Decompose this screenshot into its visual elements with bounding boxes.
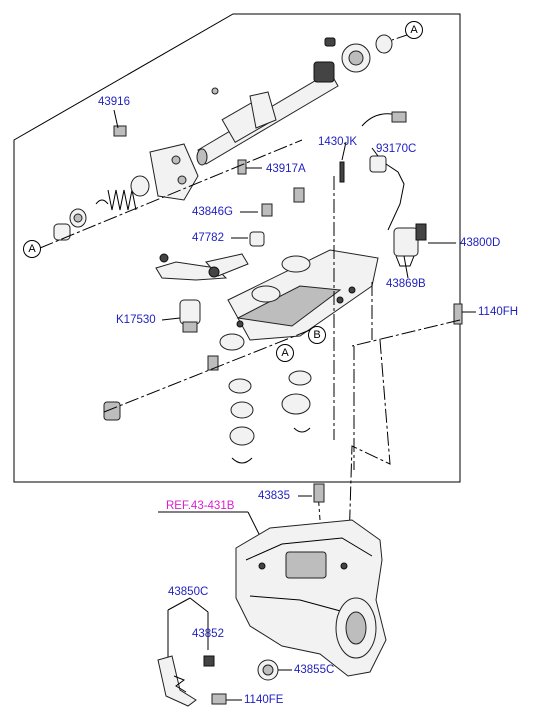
label-43852: 43852 bbox=[192, 628, 224, 640]
marker-a-mid: A bbox=[276, 344, 294, 362]
sensor-43869b bbox=[393, 223, 427, 267]
label-43846g: 43846G bbox=[192, 206, 233, 218]
lever-parts bbox=[155, 231, 265, 281]
shift-shaft bbox=[196, 34, 393, 166]
transmission-case bbox=[235, 483, 387, 677]
label-43855c: 43855C bbox=[294, 664, 335, 676]
switch-93170c bbox=[339, 111, 407, 231]
label-ref-43-431b: REF.43-431B bbox=[166, 500, 235, 512]
label-43869b: 43869B bbox=[386, 278, 426, 290]
label-47782: 47782 bbox=[192, 232, 224, 244]
label-1140fh: 1140FH bbox=[478, 306, 519, 318]
label-43916: 43916 bbox=[98, 96, 130, 108]
lower-bracket bbox=[157, 655, 279, 707]
label-43800d: 43800D bbox=[460, 237, 501, 249]
label-43917a: 43917A bbox=[266, 163, 306, 175]
label-93170c: 93170C bbox=[376, 143, 417, 155]
label-1430jk: 1430JK bbox=[318, 136, 358, 148]
seals-and-bearings bbox=[228, 370, 312, 464]
fasteners bbox=[103, 159, 463, 421]
label-1140fe: 1140FE bbox=[244, 694, 284, 706]
shift-bracket bbox=[113, 125, 199, 201]
label-k17530: K17530 bbox=[116, 314, 156, 326]
marker-b: B bbox=[308, 326, 326, 344]
spring-assembly bbox=[53, 175, 150, 241]
marker-a-top: A bbox=[405, 21, 423, 39]
label-43850c: 43850C bbox=[168, 586, 209, 598]
plug-k17530 bbox=[179, 299, 201, 333]
assembly-frame bbox=[13, 13, 461, 483]
marker-a-left: A bbox=[23, 240, 41, 258]
label-43835: 43835 bbox=[258, 490, 290, 502]
